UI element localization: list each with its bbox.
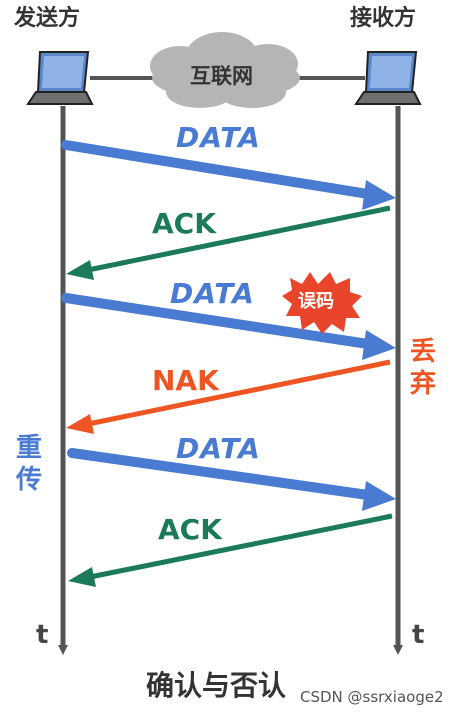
message-data-3-arrow: [67, 448, 396, 511]
message-label-nak: NAK: [152, 364, 219, 397]
message-label-data-1: DATA: [176, 121, 261, 154]
network-label: 互联网: [190, 64, 253, 88]
message-label-ack-2: ACK: [158, 513, 222, 546]
message-label-data-2: DATA: [170, 277, 255, 310]
sender-label: 发送方: [14, 6, 81, 31]
message-nak-arrow: [66, 359, 391, 434]
message-label-ack-1: ACK: [152, 207, 216, 240]
sender-laptop-icon: [26, 51, 94, 105]
message-ack-2-arrow: [68, 513, 393, 587]
message-data-1-arrow: [61, 140, 396, 210]
message-ack-1-arrow: [66, 205, 391, 280]
error-burst-icon: [282, 272, 362, 334]
receiver-time-label: t: [412, 620, 425, 650]
watermark: CSDN @ssrxiaoge2: [300, 688, 444, 706]
receiver-label: 接收方: [350, 6, 417, 31]
message-label-data-3: DATA: [176, 432, 261, 465]
diagram-caption: 确认与否认: [146, 669, 287, 702]
retransmit-label: 重传: [15, 433, 42, 495]
message-data-2-arrow: [61, 293, 396, 360]
receiver-laptop-icon: [354, 51, 422, 105]
sender-time-label: t: [36, 620, 49, 650]
internet-cloud-icon: [150, 32, 300, 108]
discard-label: 丢弃: [409, 337, 436, 399]
error-badge-label: 误码: [298, 291, 334, 312]
